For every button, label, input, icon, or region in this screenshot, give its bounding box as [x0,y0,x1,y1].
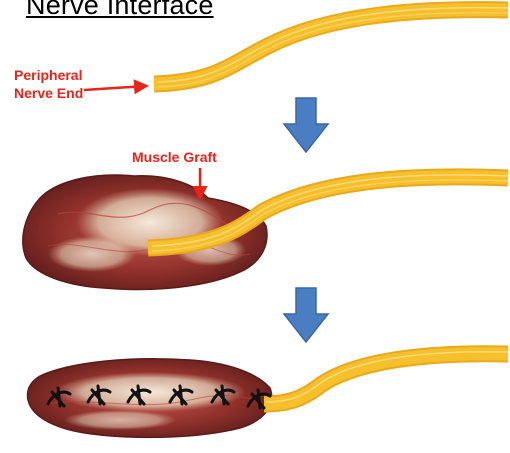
step-3-sutured-graft [28,352,509,438]
step-2-graft [23,168,508,289]
fat-patch [64,410,176,430]
step-1-nerve-end [84,8,508,90]
fat-patch [48,236,136,272]
down-arrow-icon [284,98,328,152]
down-arrow-icon [284,288,328,342]
peripheral-pointer-arrow [84,86,146,90]
nerve-1-fill [154,10,508,84]
